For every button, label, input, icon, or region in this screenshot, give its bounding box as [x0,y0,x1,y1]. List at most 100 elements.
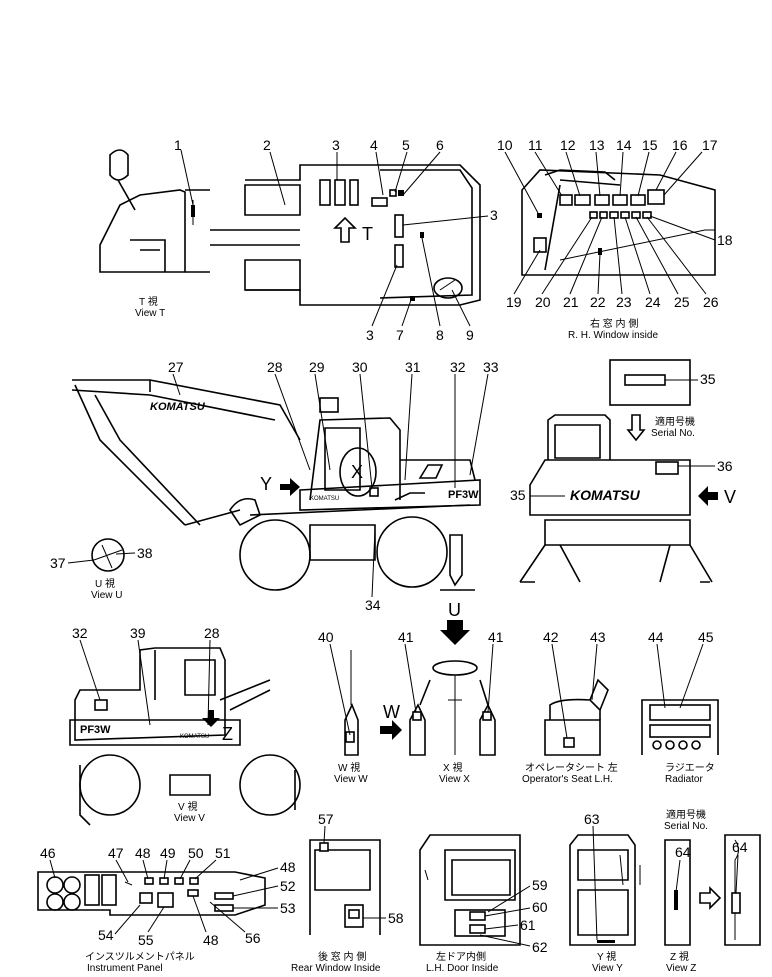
rear-komatsu-logo: KOMATSU [570,487,641,503]
serial-bottom-en: Serial No. [664,821,708,832]
callout-35b: 35 [510,487,526,503]
callout-36: 36 [717,458,733,474]
view-v-model-badge: PF3W [80,724,111,736]
callout-27: 27 [168,359,184,375]
callout-43: 43 [590,629,606,645]
callout-21: 21 [563,294,579,310]
view-u-en: View U [91,590,123,601]
callout-28: 28 [267,359,283,375]
callout-64a: 64 [675,844,691,860]
callout-3a: 3 [332,137,340,153]
callout-29: 29 [309,359,325,375]
callout-48a: 48 [135,845,151,861]
view-letter-t: T [362,224,373,244]
callout-32a: 32 [450,359,466,375]
callout-45: 45 [698,629,714,645]
view-y-jp: Y 視 [597,950,616,963]
seat-drawing [544,678,609,756]
view-x-jp: X 視 [443,761,462,774]
main-komatsu-logo: KOMATSU [150,401,206,413]
callout-2: 2 [263,137,271,153]
callout-40: 40 [318,629,334,645]
view-t-jp: T 視 [139,295,158,308]
view-v-komatsu-small: KOMATSU [180,734,209,740]
callout-48b: 48 [280,859,296,875]
callout-22: 22 [590,294,606,310]
rear-window-en: Rear Window Inside [291,963,381,974]
callout-49: 49 [160,845,176,861]
view-u-jp: U 視 [95,577,115,590]
callout-58: 58 [388,910,404,926]
rear-view-drawing [519,359,713,583]
callout-1: 1 [174,137,182,153]
callout-35a: 35 [700,371,716,387]
view-z-jp: Z 視 [670,950,689,963]
callout-5: 5 [402,137,410,153]
callout-3b: 3 [490,207,498,223]
callout-38: 38 [137,545,153,561]
callout-8: 8 [436,327,444,343]
callout-31: 31 [405,359,421,375]
callout-53: 53 [280,900,296,916]
view-v-jp: V 視 [178,800,197,813]
callout-44: 44 [648,629,664,645]
callout-32b: 32 [72,625,88,641]
callout-64b: 64 [732,839,748,855]
serial-top-en: Serial No. [651,428,695,439]
view-letter-w: W [383,702,400,722]
view-w-en: View W [334,774,368,785]
main-komatsu-small: KOMATSU [310,496,339,502]
callout-28b: 28 [204,625,220,641]
view-z-drawing [664,834,761,946]
callout-16: 16 [672,137,688,153]
callout-23: 23 [616,294,632,310]
view-t-en: View T [135,308,165,319]
lh-door-en: L.H. Door Inside [426,963,499,974]
callout-15: 15 [642,137,658,153]
callout-60: 60 [532,899,548,915]
callout-9: 9 [466,327,474,343]
panel-en: Instrument Panel [87,963,163,974]
radiator-drawing [641,699,719,755]
panel-jp: インスツルメントパネル [85,951,195,963]
callout-59: 59 [532,877,548,893]
callout-17: 17 [702,137,718,153]
radiator-en: Radiator [665,774,703,785]
view-x-en: View X [439,774,470,785]
view-letter-v: V [724,487,736,507]
view-letter-u: U [448,600,461,620]
lh-door-jp: 左ドア内側 [436,950,486,963]
top-plan-drawing [210,164,481,306]
view-y-en: View Y [592,963,623,974]
view-letter-x: X [351,462,363,482]
rh-window-en: R. H. Window inside [568,330,658,341]
callout-61: 61 [520,917,536,933]
callout-11: 11 [528,137,543,153]
serial-top-jp: 適用号機 [655,415,695,428]
main-model-badge: PF3W [448,489,479,501]
callout-51: 51 [215,845,231,861]
rh-window-drawing [521,169,716,276]
radiator-jp: ラジエータ [665,762,715,774]
view-w-jp: W 視 [338,761,360,774]
view-z-en: View Z [666,963,696,974]
callout-18: 18 [717,232,733,248]
lh-door-drawing [419,834,521,946]
callout-54: 54 [98,927,114,943]
callout-56: 56 [245,930,261,946]
callout-20: 20 [535,294,551,310]
view-v-drawing [69,647,301,826]
callout-13: 13 [589,137,605,153]
callout-19: 19 [506,294,522,310]
rear-window-drawing [309,839,381,935]
callout-12: 12 [560,137,576,153]
callout-50: 50 [188,845,204,861]
callout-62: 62 [532,939,548,955]
view-t-drawing [99,149,210,273]
callout-39: 39 [130,625,146,641]
serial-bottom-jp: 適用号機 [666,808,706,821]
seat-jp: オペレータシート 左 [525,761,618,774]
rear-window-jp: 後 窓 内 側 [318,950,366,963]
view-v-en: View V [174,813,205,824]
view-x-drawing [380,620,496,756]
